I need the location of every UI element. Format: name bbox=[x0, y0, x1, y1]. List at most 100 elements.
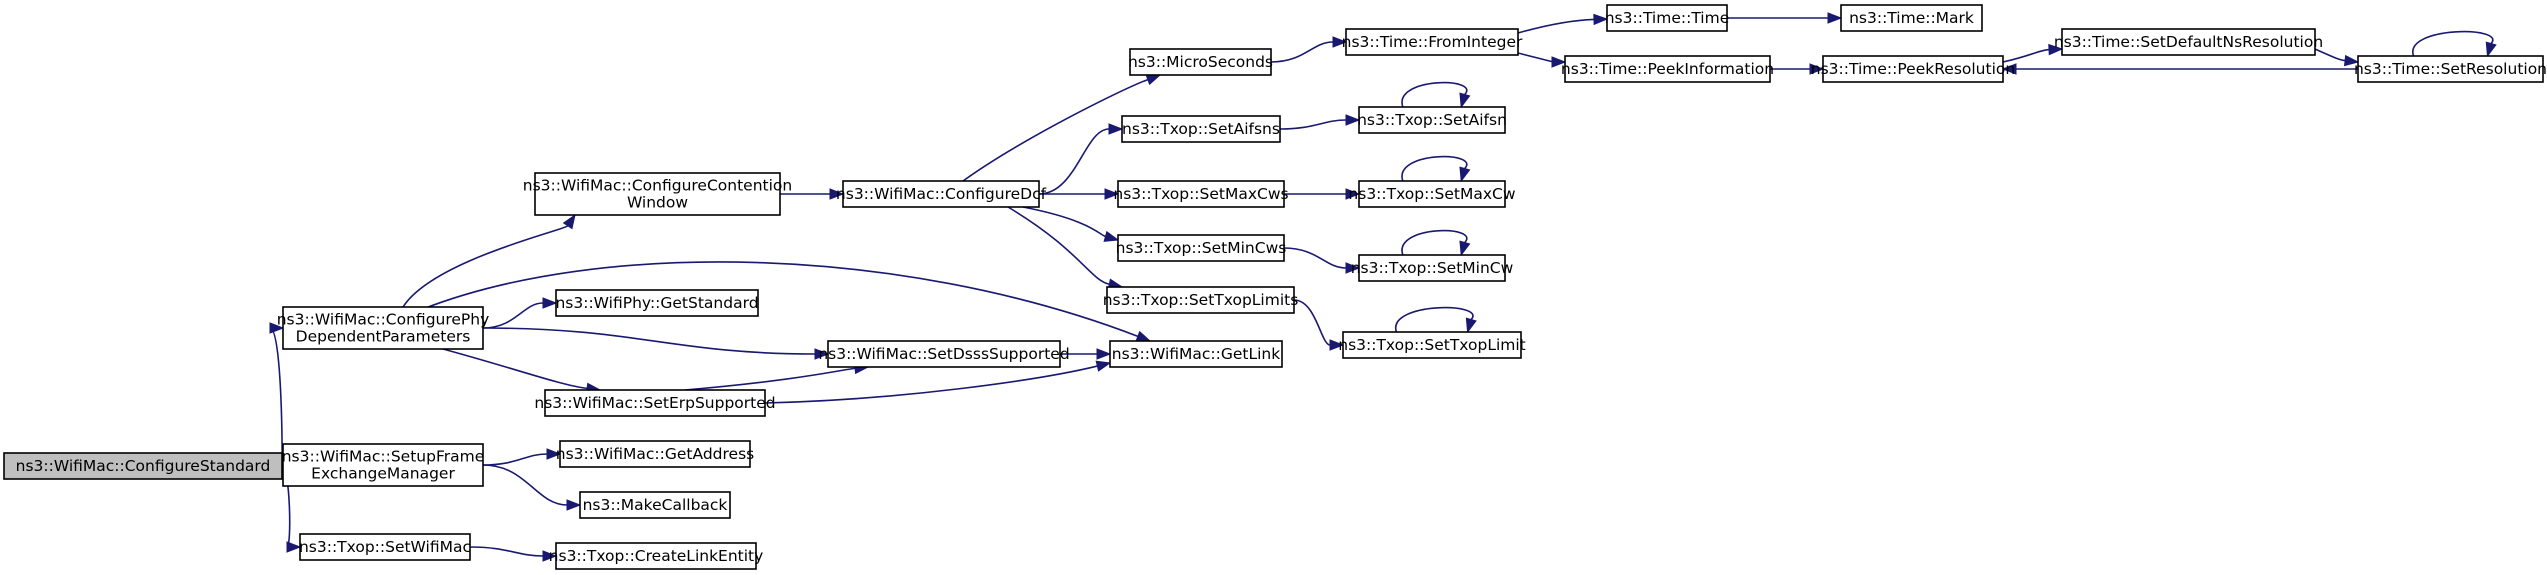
edge-microseconds-to-from-integer bbox=[1270, 36, 1348, 63]
node-peek-information[interactable]: ns3::Time::PeekInformation bbox=[1561, 55, 1774, 83]
node-box bbox=[1117, 234, 1285, 262]
node-label: ns3::Txop::SetWifiMac bbox=[299, 538, 471, 556]
edge-set-resolution-to-set-resolution-arrowhead bbox=[2485, 41, 2497, 58]
node-get-link[interactable]: ns3::WifiMac::GetLink bbox=[1109, 340, 1283, 368]
edge-configure-standard-to-txop-setwifimac-arrowhead bbox=[286, 541, 302, 553]
node-label: ns3::WifiMac::SetupFrame bbox=[282, 448, 485, 466]
node-label: ns3::Time::Mark bbox=[1849, 9, 1974, 27]
node-time-time[interactable]: ns3::Time::Time bbox=[1605, 4, 1730, 32]
node-box bbox=[1121, 115, 1281, 143]
node-set-aifsn[interactable]: ns3::Txop::SetAifsn bbox=[1357, 106, 1507, 134]
edge-txop-setwifimac-to-create-link-entity-line bbox=[469, 546, 544, 557]
edge-configure-standard-to-configure-phy-arrowhead bbox=[269, 322, 285, 334]
edge-setup-frame-to-make-callback-arrowhead bbox=[566, 499, 582, 511]
edge-set-maxcw-to-set-maxcw bbox=[1401, 155, 1471, 183]
node-box bbox=[1606, 4, 1728, 32]
node-box bbox=[827, 340, 1061, 368]
node-set-dsss[interactable]: ns3::WifiMac::SetDsssSupported bbox=[818, 340, 1070, 368]
node-set-resolution[interactable]: ns3::Time::SetResolution bbox=[2354, 55, 2547, 83]
edge-configure-phy-to-wifiphy-getstandard bbox=[482, 297, 558, 329]
edge-microseconds-to-from-integer-line bbox=[1270, 41, 1334, 63]
edge-setup-frame-to-make-callback-line bbox=[482, 464, 568, 506]
node-label: ns3::Time::SetResolution bbox=[2354, 60, 2547, 78]
node-label: ns3::Txop::CreateLinkEntity bbox=[549, 547, 764, 565]
edge-set-default-ns-to-set-resolution bbox=[2314, 48, 2360, 67]
edge-configure-phy-to-wifiphy-getstandard-line bbox=[482, 302, 544, 329]
node-box bbox=[1840, 4, 1983, 32]
node-configure-phy[interactable]: ns3::WifiMac::ConfigurePhyDependentParam… bbox=[277, 306, 490, 350]
edge-txop-setwifimac-to-create-link-entity-arrowhead bbox=[542, 550, 558, 562]
edge-set-txoplimits-to-set-txoplimit bbox=[1293, 299, 1345, 351]
edge-from-integer-to-peek-information-line bbox=[1517, 52, 1554, 63]
edge-txop-setwifimac-to-create-link-entity bbox=[469, 546, 558, 562]
node-box bbox=[579, 491, 731, 519]
node-label: ns3::Txop::SetAifsn bbox=[1357, 111, 1507, 129]
node-box bbox=[1109, 340, 1283, 368]
edge-set-maxcws-to-set-maxcw bbox=[1283, 188, 1361, 200]
edge-configure-dcf-to-set-aifsns bbox=[1038, 123, 1124, 195]
node-set-txoplimits[interactable]: ns3::Txop::SetTxopLimits bbox=[1103, 286, 1299, 314]
edge-set-txoplimit-to-set-txoplimit-line bbox=[1395, 306, 1474, 333]
node-label: ns3::Time::Time bbox=[1605, 9, 1730, 27]
node-wifiphy-getstandard[interactable]: ns3::WifiPhy::GetStandard bbox=[555, 289, 759, 317]
edge-configure-dcf-to-set-txoplimits-line bbox=[1007, 206, 1110, 286]
edge-set-mincws-to-set-mincw-arrowhead bbox=[1345, 262, 1361, 274]
node-label: ns3::WifiMac::SetErpSupported bbox=[534, 394, 775, 412]
node-label: ns3::Txop::SetMinCws bbox=[1116, 239, 1287, 257]
node-box bbox=[1117, 180, 1285, 208]
edge-peek-resolution-to-set-default-ns bbox=[2002, 43, 2064, 63]
edge-set-mincws-to-set-mincw bbox=[1283, 247, 1361, 274]
node-set-mincws[interactable]: ns3::Txop::SetMinCws bbox=[1116, 234, 1287, 262]
node-box bbox=[3, 452, 283, 480]
edge-set-txoplimit-to-set-txoplimit bbox=[1395, 306, 1477, 334]
node-configure-standard[interactable]: ns3::WifiMac::ConfigureStandard bbox=[3, 452, 283, 480]
node-set-txoplimit[interactable]: ns3::Txop::SetTxopLimit bbox=[1338, 331, 1526, 359]
node-create-link-entity[interactable]: ns3::Txop::CreateLinkEntity bbox=[549, 542, 764, 570]
edge-set-erp-to-set-dsss-line bbox=[684, 367, 856, 391]
node-box bbox=[282, 306, 484, 350]
node-microseconds[interactable]: ns3::MicroSeconds bbox=[1128, 48, 1273, 76]
edge-set-default-ns-to-set-resolution-arrowhead bbox=[2343, 54, 2360, 67]
node-label: ns3::MicroSeconds bbox=[1128, 53, 1273, 71]
node-configure-dcf[interactable]: ns3::WifiMac::ConfigureDcf bbox=[836, 180, 1047, 208]
node-from-integer[interactable]: ns3::Time::FromInteger bbox=[1342, 28, 1523, 56]
edge-time-time-to-time-mark-arrowhead bbox=[1827, 12, 1843, 24]
node-box bbox=[1358, 254, 1506, 282]
edge-set-aifsns-to-set-aifsn-arrowhead bbox=[1345, 114, 1361, 126]
edge-configure-dcf-to-set-aifsns-arrowhead bbox=[1108, 123, 1124, 135]
node-time-mark[interactable]: ns3::Time::Mark bbox=[1840, 4, 1983, 32]
edge-configure-dcf-to-set-maxcws-arrowhead bbox=[1104, 188, 1120, 200]
edge-configure-phy-to-set-erp bbox=[442, 348, 602, 395]
node-box bbox=[1129, 48, 1272, 76]
edge-set-aifsn-to-set-aifsn bbox=[1401, 81, 1471, 109]
edge-configure-contention-to-configure-dcf-arrowhead bbox=[829, 188, 845, 200]
node-make-callback[interactable]: ns3::MakeCallback bbox=[579, 491, 731, 519]
node-txop-setwifimac[interactable]: ns3::Txop::SetWifiMac bbox=[299, 533, 471, 561]
node-box bbox=[555, 542, 757, 570]
node-label: Window bbox=[627, 194, 688, 212]
node-set-aifsns[interactable]: ns3::Txop::SetAifsns bbox=[1121, 115, 1281, 143]
node-set-erp[interactable]: ns3::WifiMac::SetErpSupported bbox=[534, 389, 776, 417]
node-label: ns3::Txop::SetMaxCws bbox=[1113, 185, 1288, 203]
node-set-maxcws[interactable]: ns3::Txop::SetMaxCws bbox=[1113, 180, 1289, 208]
node-set-mincw[interactable]: ns3::Txop::SetMinCw bbox=[1351, 254, 1514, 282]
node-peek-resolution[interactable]: ns3::Time::PeekResolution bbox=[1811, 55, 2015, 83]
node-set-default-ns[interactable]: ns3::Time::SetDefaultNsResolution bbox=[2054, 28, 2323, 56]
node-get-address[interactable]: ns3::WifiMac::GetAddress bbox=[556, 440, 754, 468]
edge-configure-phy-to-configure-contention-arrowhead bbox=[562, 213, 576, 230]
edge-setup-frame-to-get-address bbox=[482, 448, 562, 466]
edge-configure-dcf-to-set-maxcws bbox=[1038, 188, 1120, 200]
node-label: ns3::WifiMac::GetAddress bbox=[556, 445, 754, 463]
edge-configure-standard-to-configure-phy-line bbox=[269, 327, 283, 467]
edge-peek-information-to-peek-resolution-arrowhead bbox=[1809, 63, 1825, 75]
edge-from-integer-to-time-time-line bbox=[1517, 18, 1595, 34]
edge-peek-resolution-to-set-default-ns-arrowhead bbox=[2048, 43, 2064, 56]
edge-time-time-to-time-mark bbox=[1727, 12, 1843, 24]
edge-configure-contention-to-configure-dcf bbox=[779, 188, 845, 200]
node-box bbox=[1358, 106, 1506, 134]
node-box bbox=[555, 289, 759, 317]
edge-from-integer-to-time-time-arrowhead bbox=[1593, 13, 1609, 26]
node-set-maxcw[interactable]: ns3::Txop::SetMaxCw bbox=[1348, 180, 1516, 208]
